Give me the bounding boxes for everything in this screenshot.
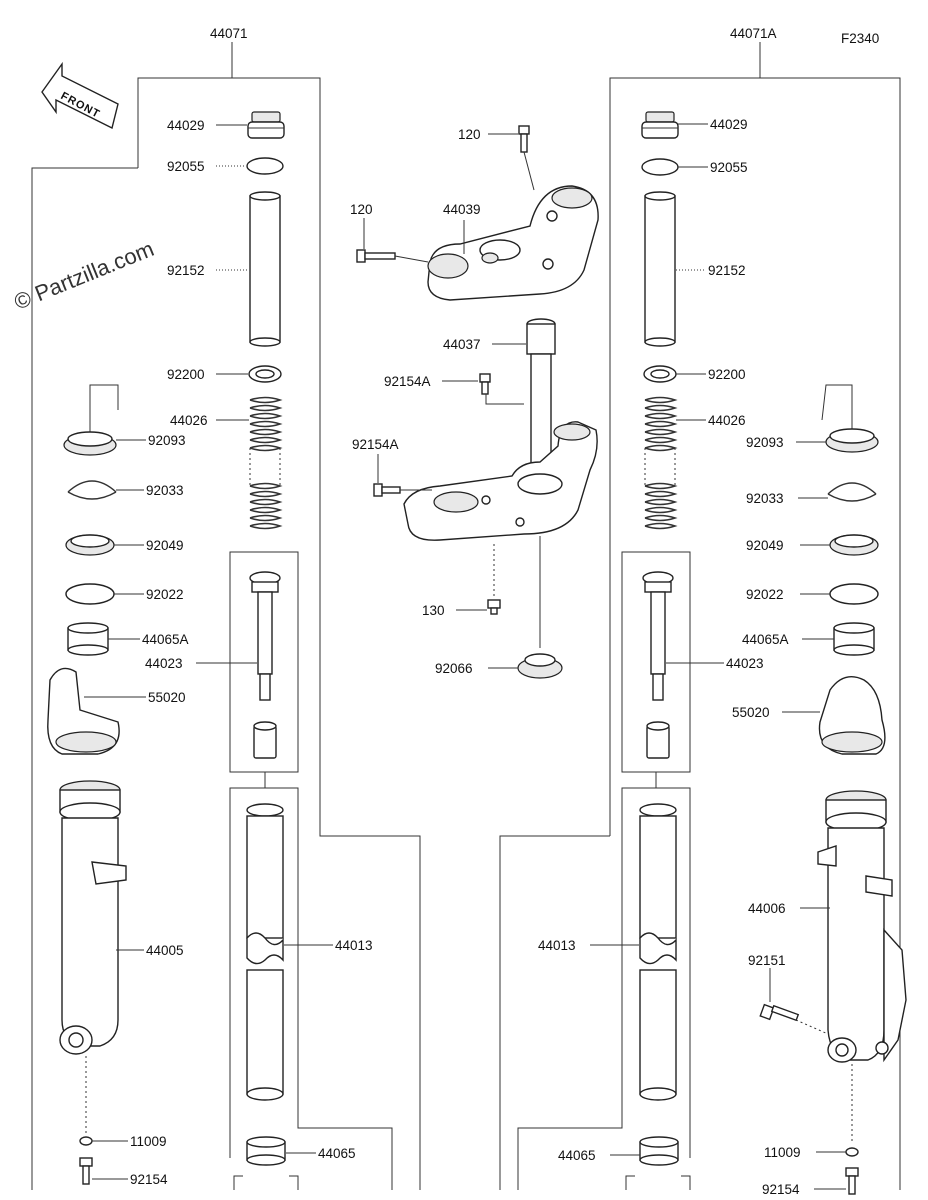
right-retaining-clip bbox=[827, 482, 877, 502]
right-spring-label: 44026 bbox=[708, 413, 746, 428]
left-oil-seal bbox=[63, 384, 119, 456]
right-fork-cap bbox=[641, 111, 679, 139]
right-gasket-label: 11009 bbox=[764, 1145, 801, 1160]
right-washer bbox=[643, 365, 677, 383]
right-washer-label: 92200 bbox=[708, 367, 746, 382]
right-pipe-label: 92152 bbox=[708, 263, 746, 278]
left-fork-guard bbox=[47, 667, 120, 755]
left-fork-pipe bbox=[249, 191, 281, 347]
left-fork-spring bbox=[249, 396, 283, 530]
right-fork-guard bbox=[818, 676, 886, 755]
right-oring-label: 92055 bbox=[710, 160, 748, 175]
left-outer-tube bbox=[59, 780, 127, 1055]
right-seal-label: 92093 bbox=[746, 435, 784, 450]
left-cap-label: 44029 bbox=[167, 118, 205, 133]
left-fork-cylinder bbox=[249, 571, 281, 759]
left-seal-label: 92093 bbox=[148, 433, 186, 448]
right-bolt-label: 92154 bbox=[762, 1182, 800, 1197]
left-gasket-label: 11009 bbox=[130, 1134, 167, 1149]
watermark: © Partzilla.com bbox=[11, 236, 158, 315]
upper-bracket-bolt-side bbox=[356, 218, 429, 263]
right-assembly-label: 44071A bbox=[730, 26, 777, 41]
left-assembly-label: 44071 bbox=[210, 26, 248, 41]
left-guard-label: 55020 bbox=[148, 690, 186, 705]
right-washer-2 bbox=[829, 583, 879, 605]
left-washer bbox=[248, 365, 282, 383]
stem-label: 44037 bbox=[443, 337, 481, 352]
left-inner-tube-label: 44013 bbox=[335, 938, 373, 953]
right-fork-spring bbox=[644, 396, 678, 530]
stem-lower-bolt bbox=[487, 544, 501, 615]
left-drain-bolt bbox=[79, 1157, 93, 1185]
stem-bolt-a1 bbox=[479, 373, 524, 405]
bolt-a1-label: 92154A bbox=[384, 374, 431, 389]
left-clip-label: 92033 bbox=[146, 483, 184, 498]
left-bushing-label: 44065A bbox=[142, 632, 189, 647]
right-gasket bbox=[845, 1064, 859, 1157]
stem-bolt-a2 bbox=[373, 454, 432, 497]
left-lower-bushing-label: 44065 bbox=[318, 1146, 356, 1161]
left-spring-label: 44026 bbox=[170, 413, 208, 428]
left-dust-seal-label: 92049 bbox=[146, 538, 184, 553]
left-gasket bbox=[79, 1056, 93, 1146]
figure-code: F2340 bbox=[841, 31, 879, 46]
right-caliper-bolt-label: 92151 bbox=[748, 953, 786, 968]
left-assembly-outline: 44071 bbox=[31, 26, 421, 1190]
right-clip-label: 92033 bbox=[746, 491, 784, 506]
steering-stem bbox=[403, 318, 598, 541]
right-cap-label: 44029 bbox=[710, 117, 748, 132]
left-washer2-label: 92022 bbox=[146, 587, 184, 602]
right-dust-seal bbox=[829, 534, 879, 556]
bolt-a2-label: 92154A bbox=[352, 437, 399, 452]
right-outer-tube-label: 44006 bbox=[748, 901, 786, 916]
stem-seal bbox=[517, 536, 563, 679]
left-dust-seal bbox=[65, 534, 115, 556]
right-inner-tube-label: 44013 bbox=[538, 938, 576, 953]
left-bushing bbox=[67, 622, 109, 656]
upper-bracket bbox=[427, 185, 599, 301]
left-washer-label: 92200 bbox=[167, 367, 205, 382]
right-guard-label: 55020 bbox=[732, 705, 770, 720]
right-caliper-bolt bbox=[759, 968, 829, 1035]
left-oring-label: 92055 bbox=[167, 159, 205, 174]
bolt-low-label: 130 bbox=[422, 603, 445, 618]
right-bushing bbox=[833, 622, 875, 656]
right-washer2-label: 92022 bbox=[746, 587, 784, 602]
left-bolt-label: 92154 bbox=[130, 1172, 168, 1187]
left-outer-tube-label: 44005 bbox=[146, 943, 184, 958]
left-pipe-label: 92152 bbox=[167, 263, 205, 278]
right-inner-tube bbox=[639, 803, 677, 1101]
front-arrow-icon: FRONT bbox=[41, 61, 119, 130]
right-bushing-label: 44065A bbox=[742, 632, 789, 647]
right-outer-tube bbox=[817, 790, 907, 1063]
bolt-top-label: 120 bbox=[458, 127, 481, 142]
right-drain-bolt bbox=[845, 1167, 859, 1195]
left-fork-cap bbox=[247, 111, 285, 139]
left-inner-tube bbox=[246, 803, 284, 1101]
left-cylinder-label: 44023 bbox=[145, 656, 183, 671]
upper-bracket-label: 44039 bbox=[443, 202, 481, 217]
left-washer-2 bbox=[65, 583, 115, 605]
right-lower-bushing-label: 44065 bbox=[558, 1148, 596, 1163]
stem-seal-label: 92066 bbox=[435, 661, 473, 676]
left-retaining-clip bbox=[67, 480, 117, 500]
bolt-side-label: 120 bbox=[350, 202, 373, 217]
right-assembly-outline: 44071A bbox=[499, 26, 901, 1190]
right-o-ring bbox=[641, 158, 679, 176]
upper-bracket-bolt-top bbox=[518, 125, 535, 191]
right-cylinder-label: 44023 bbox=[726, 656, 764, 671]
right-dust-seal-label: 92049 bbox=[746, 538, 784, 553]
left-lower-bushing bbox=[246, 1136, 286, 1166]
left-o-ring bbox=[246, 157, 284, 175]
right-fork-pipe bbox=[644, 191, 676, 347]
right-oil-seal bbox=[821, 384, 879, 453]
right-fork-cylinder bbox=[642, 571, 674, 759]
right-lower-bushing bbox=[639, 1136, 679, 1166]
